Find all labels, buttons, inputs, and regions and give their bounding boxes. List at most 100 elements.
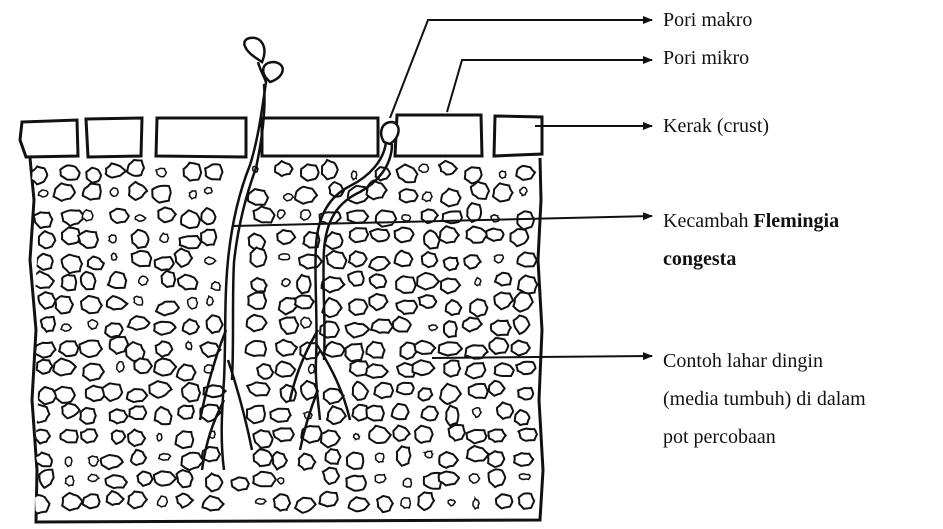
soil-aggregate: [155, 257, 174, 270]
soil-aggregate: [81, 429, 97, 443]
soil-aggregate: [127, 389, 147, 402]
soil-aggregate: [345, 344, 363, 362]
soil-aggregate: [352, 171, 357, 180]
soil-aggregate: [188, 298, 198, 309]
soil-aggregate: [471, 182, 489, 199]
soil-aggregate: [247, 406, 265, 424]
soil-aggregate: [295, 498, 316, 513]
soil-aggregate: [128, 430, 145, 447]
soil-aggregate: [422, 252, 438, 267]
soil-aggregate: [496, 494, 512, 508]
soil-aggregate: [60, 430, 77, 443]
soil-aggregate: [275, 362, 295, 377]
soil-aggregate: [369, 257, 390, 271]
soil-aggregate: [277, 230, 295, 244]
soil-aggregate: [321, 430, 340, 447]
soil-aggregate: [324, 342, 344, 357]
soil-aggregate: [88, 320, 98, 330]
soil-aggregate: [516, 166, 535, 180]
soil-aggregate: [493, 183, 513, 201]
soil-aggregate: [177, 364, 196, 380]
soil-aggregate: [207, 315, 223, 333]
soil-aggregate: [348, 271, 364, 285]
soil-aggregate: [366, 342, 384, 358]
label-pori-mikro: Pori mikro: [663, 44, 749, 72]
soil-aggregate: [88, 456, 98, 466]
soil-aggregate: [78, 231, 98, 248]
soil-aggregate: [250, 248, 266, 267]
soil-aggregate: [62, 403, 80, 418]
soil-aggregate: [473, 498, 479, 508]
soil-aggregate: [131, 450, 146, 465]
soil-aggregate: [441, 189, 461, 207]
soil-aggregate: [439, 161, 457, 175]
soil-aggregate: [369, 426, 391, 443]
crust-block: [156, 118, 246, 157]
soil-aggregate: [37, 254, 53, 270]
soil-aggregate: [38, 387, 57, 404]
soil-aggregate: [129, 406, 146, 419]
soil-aggregate: [181, 453, 203, 471]
soil-aggregates: [30, 160, 537, 514]
soil-aggregate: [424, 230, 440, 248]
leader-pori-makro: [390, 20, 652, 118]
soil-aggregate: [254, 449, 273, 466]
soil-aggregate: [129, 182, 147, 200]
soil-aggregate: [62, 275, 77, 291]
soil-aggregate: [256, 499, 266, 505]
soil-aggregate: [301, 164, 319, 181]
soil-aggregate: [421, 406, 438, 420]
soil-aggregate: [247, 315, 267, 332]
soil-aggregate: [322, 160, 338, 179]
soil-aggregate: [186, 342, 192, 350]
soil-aggregate: [156, 168, 166, 176]
soil-aggregate: [350, 228, 369, 242]
soil-aggregate: [519, 493, 535, 508]
soil-aggregate: [465, 167, 482, 183]
soil-aggregate: [419, 388, 433, 401]
soil-aggregate: [101, 455, 123, 469]
soil-aggregate: [128, 492, 147, 509]
soil-aggregate: [81, 272, 96, 289]
soil-aggregate: [349, 251, 367, 266]
soil-aggregate: [154, 322, 176, 335]
soil-aggregate: [59, 341, 78, 356]
soil-aggregate: [201, 230, 216, 246]
soil-aggregate: [425, 451, 433, 458]
soil-aggregate: [429, 325, 438, 331]
soil-aggregate: [415, 426, 433, 443]
soil-aggregate: [517, 252, 536, 266]
soil-aggregate: [365, 364, 387, 378]
soil-aggregate: [162, 271, 176, 287]
soil-aggregate: [439, 226, 459, 243]
soil-aggregate: [61, 324, 71, 331]
soil-aggregate: [439, 472, 459, 486]
soil-aggregate: [83, 494, 100, 508]
soil-aggregate: [201, 208, 215, 224]
soil-aggregate: [83, 184, 101, 200]
crust-layer: [20, 115, 542, 157]
soil-aggregate: [31, 495, 49, 514]
soil-aggregate: [295, 187, 317, 204]
soil-aggregate: [470, 299, 487, 317]
soil-aggregate: [449, 425, 466, 441]
soil-aggregate: [280, 317, 299, 334]
soil-aggregate: [112, 430, 126, 444]
crust-block: [20, 120, 78, 157]
soil-aggregate: [62, 210, 85, 226]
soil-aggregate: [184, 163, 202, 181]
soil-aggregate: [353, 434, 359, 440]
soil-aggregate: [299, 454, 316, 470]
soil-aggregate: [31, 167, 47, 185]
soil-aggregate: [282, 279, 291, 287]
soil-aggregate: [117, 362, 125, 372]
soil-aggregate: [514, 316, 530, 334]
soil-aggregate: [377, 496, 393, 512]
soil-aggregate: [149, 381, 171, 398]
soil-aggregate: [205, 164, 222, 179]
soil-aggregate: [444, 321, 457, 337]
soil-aggregate: [491, 215, 499, 222]
soil-aggregate: [444, 360, 460, 376]
soil-aggregate: [397, 383, 414, 395]
label-kerak: Kerak (crust): [663, 112, 769, 140]
